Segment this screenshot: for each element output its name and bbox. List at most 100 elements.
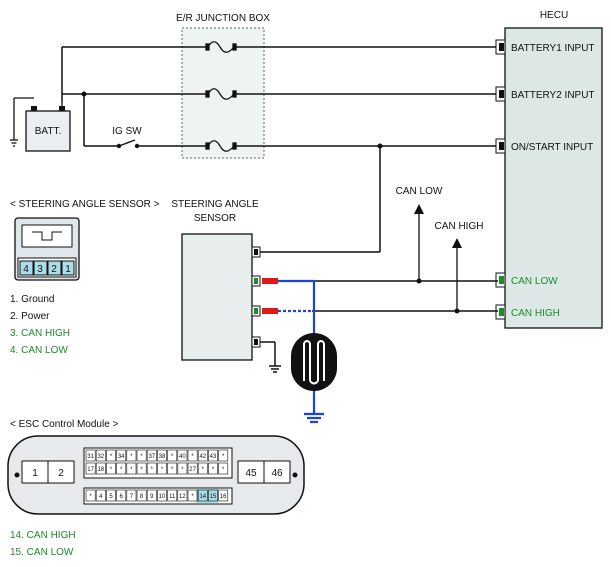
esc-pin-label: 14 [199, 494, 206, 500]
fuse-3 [205, 140, 237, 152]
sas-wires [260, 146, 498, 373]
esc-legend-item: 15. CAN LOW [10, 547, 74, 558]
esc-pin-label: 12 [179, 494, 186, 500]
esc-pin-label: * [151, 467, 154, 473]
hecu-can-low: CAN LOW [511, 276, 558, 287]
esc-pin-label: 32 [97, 454, 104, 460]
esc-pin-cell [146, 449, 157, 462]
esc-pin-label: * [212, 467, 215, 473]
esc-pin-label: 40 [179, 454, 186, 460]
esc-pin-label: 31 [87, 454, 94, 460]
esc-pin-cell [167, 449, 178, 462]
sas-pins [251, 246, 261, 348]
esc-pin-label: 43 [210, 454, 217, 460]
sas-connector-title: < STEERING ANGLE SENSOR > [10, 199, 160, 210]
esc-pin-cell [95, 449, 106, 462]
can-arrows [414, 204, 462, 314]
sas-legend-item: 1. Ground [10, 294, 54, 305]
esc-pin-cell [116, 449, 127, 462]
esc-pin-label: 42 [199, 454, 206, 460]
esc-pin-label: * [110, 467, 113, 473]
ig-switch: IG SW [112, 126, 142, 149]
hecu-on-start-input: ON/START INPUT [511, 142, 593, 153]
sas-pin-label: 2 [51, 264, 57, 275]
battery-label: BATT. [35, 126, 61, 137]
junction-box-title: E/R JUNCTION BOX [176, 13, 270, 24]
fuse-1 [205, 41, 237, 53]
esc-pin-cell [197, 462, 208, 475]
steering-angle-sensor [181, 233, 253, 361]
esc-pin-label: 45 [245, 468, 257, 479]
esc-pin-label: 2 [58, 468, 64, 479]
red-connector [262, 308, 278, 314]
esc-pin-label: * [130, 467, 133, 473]
esc-pin-label: 18 [97, 467, 104, 473]
esc-pin-cell [85, 489, 96, 502]
sas-pin-label: 3 [37, 264, 43, 275]
hecu-pins [495, 39, 506, 320]
bus-can-high-label: CAN HIGH [435, 221, 484, 232]
junction-box [181, 27, 265, 159]
esc-pin-label: 11 [169, 494, 176, 500]
esc-pin-label: * [89, 494, 92, 500]
esc-pin-cell [85, 462, 96, 475]
hecu-module [504, 27, 603, 329]
esc-pin-cell [136, 462, 147, 475]
esc-pin-label: 17 [87, 467, 94, 473]
esc-pin-cell [177, 462, 188, 475]
esc-pin-label: * [171, 454, 174, 460]
esc-pin-cell [167, 462, 178, 475]
esc-pin-label: 34 [118, 454, 125, 460]
esc-pin-label: 46 [271, 468, 283, 479]
esc-pin-cell [218, 489, 229, 502]
ig-switch-label: IG SW [112, 126, 142, 137]
fuse-2 [205, 88, 237, 100]
esc-pin-cell [187, 489, 198, 502]
esc-pin-label: 5 [109, 494, 113, 500]
hecu-battery2-input: BATTERY2 INPUT [511, 90, 595, 101]
esc-pin-cell [126, 449, 137, 462]
esc-title: < ESC Control Module > [10, 419, 119, 430]
esc-pin-cell [136, 449, 147, 462]
esc-pin-label: 38 [159, 454, 166, 460]
hecu-title: HECU [540, 10, 568, 21]
esc-pin-cell [85, 449, 96, 462]
esc-pin-cell [218, 462, 229, 475]
sas-connector [14, 217, 80, 281]
fuses [205, 41, 237, 152]
esc-pin-cell [116, 489, 127, 502]
esc-pin-cell [208, 489, 218, 502]
esc-pin-cell [95, 489, 106, 502]
sas-title-line2: SENSOR [194, 213, 236, 224]
esc-legend-item: 14. CAN HIGH [10, 530, 76, 541]
sas-legend-item: 3. CAN HIGH [10, 328, 70, 339]
esc-pin-label: 15 [210, 494, 217, 500]
sas-legend-item: 2. Power [10, 311, 50, 322]
sas-pin-label: 4 [23, 264, 29, 275]
esc-pin-label: * [222, 454, 225, 460]
esc-pin-label: * [191, 494, 194, 500]
esc-pin-cell [177, 449, 188, 462]
esc-pin-cell [197, 489, 208, 502]
esc-pin-label: 37 [148, 454, 155, 460]
esc-pin-label: * [202, 467, 205, 473]
esc-pin-cell [177, 489, 188, 502]
esc-pin-cell [95, 462, 106, 475]
esc-pin-label: * [140, 454, 143, 460]
esc-pin-label: * [161, 467, 164, 473]
sas-title-line1: STEERING ANGLE [171, 199, 259, 210]
esc-pin-label: * [130, 454, 133, 460]
esc-pin-label: * [120, 467, 123, 473]
esc-pin-cell [106, 449, 116, 462]
esc-pin-cell [187, 449, 198, 462]
esc-pin-cell [146, 489, 157, 502]
esc-pin-cell [136, 489, 147, 502]
esc-pin-cell [208, 449, 218, 462]
esc-pin-label: 10 [159, 494, 166, 500]
sas-pin-label: 1 [65, 264, 71, 275]
esc-pin-label: * [140, 467, 143, 473]
esc-pin-cell [126, 489, 137, 502]
